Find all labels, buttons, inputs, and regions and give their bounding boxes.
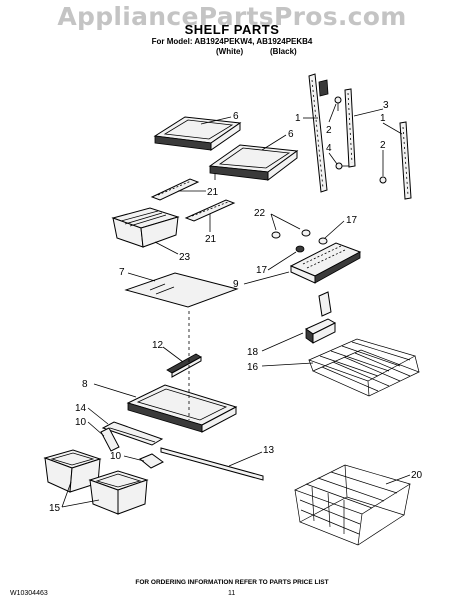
rail-part-1-left xyxy=(308,73,329,193)
callout-17-upper: 17 xyxy=(346,215,358,226)
callout-1-right: 1 xyxy=(380,113,386,124)
callout-21-lower: 21 xyxy=(205,234,217,245)
model-line: For Model: AB1924PEKW4, AB1924PEKB4 xyxy=(151,37,313,46)
callout-2-left: 2 xyxy=(326,125,332,136)
leader-lines xyxy=(61,103,411,508)
callout-12: 12 xyxy=(152,340,164,351)
variant-black: (Black) xyxy=(270,47,297,56)
screw-part-2 xyxy=(334,96,387,184)
basket-bracket-part-18 xyxy=(305,291,337,344)
callout-23: 23 xyxy=(179,252,191,263)
callout-8: 8 xyxy=(82,379,88,390)
document-number: W10304463 xyxy=(10,590,48,597)
rail-part-3 xyxy=(344,88,356,168)
callout-7: 7 xyxy=(119,267,125,278)
page-number: 11 xyxy=(228,590,236,597)
variant-white: (White) xyxy=(216,47,244,56)
callout-16: 16 xyxy=(247,362,259,373)
wire-basket-part-16 xyxy=(308,338,420,397)
callout-9: 9 xyxy=(233,279,239,290)
callout-20: 20 xyxy=(411,470,423,481)
page-title: SHELF PARTS xyxy=(184,22,280,37)
slide-rail-part-21-upper xyxy=(150,178,200,201)
callout-13: 13 xyxy=(263,445,275,456)
callout-21-upper: 21 xyxy=(207,187,219,198)
slide-rail-part-21-lower xyxy=(184,199,236,222)
callout-2-right: 2 xyxy=(380,140,386,151)
shelf-part-6-lower xyxy=(208,144,299,182)
rail-part-13 xyxy=(160,447,264,481)
callout-14: 14 xyxy=(75,403,87,414)
bracket-part-17 xyxy=(295,245,305,253)
callout-17-lower: 17 xyxy=(256,265,268,276)
glass-shelf-part-7 xyxy=(124,272,239,308)
callout-15: 15 xyxy=(49,503,61,514)
callout-18: 18 xyxy=(247,347,259,358)
ordering-note: FOR ORDERING INFORMATION REFER TO PARTS … xyxy=(135,579,329,586)
callout-1-left: 1 xyxy=(295,113,301,124)
callout-4: 4 xyxy=(326,143,332,154)
rail-part-1-right xyxy=(399,121,412,200)
callout-6-lower: 6 xyxy=(288,129,294,140)
crisper-drawer-part-15-right xyxy=(88,470,149,515)
callout-10-lower: 10 xyxy=(110,451,122,462)
shelf-frame-part-8 xyxy=(126,384,238,433)
callout-22: 22 xyxy=(254,208,266,219)
callout-6-upper: 6 xyxy=(233,111,239,122)
wire-basket-part-20 xyxy=(294,464,411,546)
bin-part-9 xyxy=(289,242,362,284)
cover-part-14 xyxy=(101,421,164,446)
deli-drawer-part-23 xyxy=(111,207,180,248)
callout-3: 3 xyxy=(383,100,389,111)
slide-part-10-upper xyxy=(100,427,120,452)
callout-10-upper: 10 xyxy=(75,417,87,428)
slide-part-10-lower xyxy=(139,453,164,469)
watermark-text: AppliancePartsPros.com xyxy=(57,2,407,31)
screw-part-22 xyxy=(271,229,328,245)
shelf-part-6-upper xyxy=(153,116,242,151)
shelf-bracket-part-12 xyxy=(166,353,202,378)
screw-part-4 xyxy=(335,162,349,170)
